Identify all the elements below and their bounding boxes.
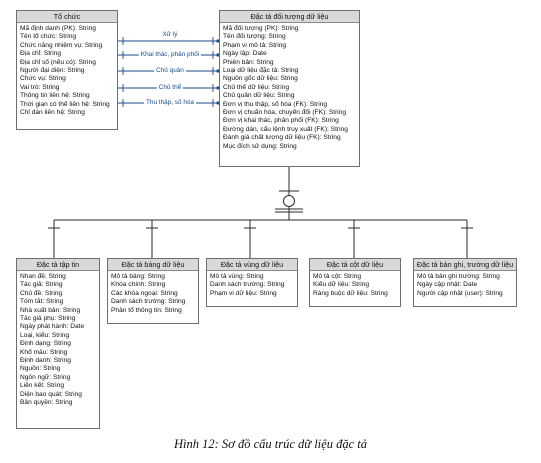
attribute: Nhà xuất bản: String <box>20 306 81 314</box>
attribute: Ngôn ngữ: String <box>20 373 71 381</box>
attribute: Tác giả: String <box>20 281 63 289</box>
attribute: Khóa chính: String <box>111 281 166 289</box>
attribute: Đường dẫn, cấu lệnh truy xuất (FK): Stri… <box>223 125 348 133</box>
entity-title: Đặc tả tập tin <box>17 259 99 271</box>
attribute: Nguồn gốc dữ liệu: String <box>223 75 298 83</box>
relation-label-thu-thap: Thu thập, số hóa <box>144 99 196 107</box>
entity-bang-du-lieu[interactable]: Đặc tả bảng dữ liệu Mô tả bảng: String K… <box>107 258 199 324</box>
attribute: Khổ mẫu: String <box>20 348 68 356</box>
attribute: Người đại diện: String <box>20 67 85 75</box>
attribute: Phạm vi dữ liệu: String <box>210 289 277 297</box>
figure-caption: Hình 12: Sơ đồ cấu trúc dữ liệu đặc tả <box>174 437 367 451</box>
attribute: Các khóa ngoại: String <box>111 289 178 297</box>
attribute: Mã đối tượng (PK): String <box>223 25 299 32</box>
attribute: Vai trò: String <box>20 83 60 91</box>
attribute: Chỉ dẫn liên hệ: String <box>20 109 85 117</box>
attribute: Chức vụ: String <box>20 75 66 83</box>
entity-to-chuc[interactable]: Tổ chức Mã định danh (PK): String Tên tổ… <box>16 10 118 130</box>
attribute: Nguồn: String <box>20 365 61 373</box>
entity-title: Tổ chức <box>17 11 117 23</box>
attribute: Đánh giá chất lượng dữ liệu (FK): String <box>223 134 341 142</box>
attribute: Kiểu dữ liệu: String <box>313 281 370 289</box>
entity-vung-du-lieu[interactable]: Đặc tả vùng dữ liệu Mô tả vùng: String D… <box>206 258 298 307</box>
attribute: Tên tổ chức: String <box>20 33 77 41</box>
entity-doi-tuong-du-lieu[interactable]: Đặc tả đối tượng dữ liệu Mã đối tượng (P… <box>219 10 360 167</box>
attribute: Ngày cập nhật: Date <box>417 281 478 289</box>
generalization-circle <box>283 195 295 207</box>
attribute: Loại dữ liệu đặc tả: String <box>223 67 299 75</box>
relation-label-chu-quan: Chủ quản <box>154 67 186 75</box>
entity-ban-ghi-truong[interactable]: Đặc tả bản ghi, trường dữ liệu Mô tả bản… <box>413 258 517 307</box>
attribute: Đơn vị chuẩn hóa, chuyển đổi (FK): Strin… <box>223 109 347 117</box>
attribute: Địa chỉ: String <box>20 50 62 58</box>
association-endpoints <box>216 39 220 105</box>
attribute: Liên kết: String <box>20 382 64 390</box>
attribute: Thông tin liên hệ: String <box>20 92 90 100</box>
relation-label-xu-ly: Xử lý <box>160 31 180 39</box>
entity-cot-du-lieu[interactable]: Đặc tả cột dữ liệu Mô tả cột: String Kiể… <box>309 258 401 307</box>
attribute: Ràng buộc dữ liệu: String <box>313 289 388 297</box>
entity-title: Đặc tả vùng dữ liệu <box>207 259 297 271</box>
attribute: Người cập nhật (user): String <box>417 289 503 297</box>
entity-title: Đặc tả cột dữ liệu <box>310 259 400 271</box>
attribute: Loại, kiểu: String <box>20 331 70 339</box>
attribute: Định danh: String <box>20 357 71 365</box>
attribute: Mô tả bản ghi trường: String <box>417 273 500 280</box>
cardinality-markers <box>122 37 214 107</box>
attribute: Ngày phát hành: Date <box>20 323 85 331</box>
entity-title: Đặc tả bảng dữ liệu <box>108 259 198 271</box>
attribute: Phạm vi mô tả: String <box>223 41 287 49</box>
relation-label-khai-thac: Khai thác, phân phối <box>138 51 202 59</box>
attribute: Danh sách trường: String <box>210 281 285 289</box>
attribute: Ngày lập: Date <box>223 50 267 58</box>
attribute: Chủ đề: String <box>20 289 63 297</box>
attribute: Mô tả bảng: String <box>111 273 165 280</box>
attribute: Tóm tắt: String <box>20 298 64 306</box>
attribute: Danh sách trường: String <box>111 298 186 306</box>
attribute: Mô tả cột: String <box>313 273 362 280</box>
attribute: Chức năng nhiệm vụ: String <box>20 41 103 49</box>
attribute: Mã định danh (PK): String <box>20 25 96 32</box>
entity-title: Đặc tả đối tượng dữ liệu <box>220 11 359 23</box>
attribute: Phiên bản: String <box>223 58 274 66</box>
attribute: Nhan đề: String <box>20 273 66 280</box>
attribute: Định dạng: String <box>20 340 71 348</box>
attribute: Đơn vị khai thác, phân phối (FK): String <box>223 117 339 125</box>
attribute: Mục đích sử dụng: String <box>223 142 297 150</box>
entity-title: Đặc tả bản ghi, trường dữ liệu <box>414 259 516 271</box>
attribute: Mô tả vùng: String <box>210 273 264 280</box>
attribute: Chủ quản dữ liệu: String <box>223 92 295 100</box>
attribute: Tên đối tượng: String <box>223 33 286 41</box>
relation-label-chu-the: Chủ thể <box>156 84 184 92</box>
attribute: Đơn vị thu thập, số hóa (FK): String <box>223 100 328 108</box>
attribute: Chủ thể dữ liệu: String <box>223 83 289 91</box>
attribute: Thời gian có thể liên hệ: String <box>20 100 110 108</box>
generalization-connector <box>53 167 468 258</box>
attribute: Địa chỉ số (nếu có): String <box>20 58 96 66</box>
attribute: Diện bao quát: String <box>20 390 82 398</box>
attribute: Phân tổ thông tin: String <box>111 306 182 314</box>
attribute: Tác giả phụ: String <box>20 315 76 323</box>
entity-tap-tin[interactable]: Đặc tả tập tin Nhan đề: String Tác giả: … <box>16 258 100 429</box>
attribute: Bản quyền: String <box>20 399 73 407</box>
